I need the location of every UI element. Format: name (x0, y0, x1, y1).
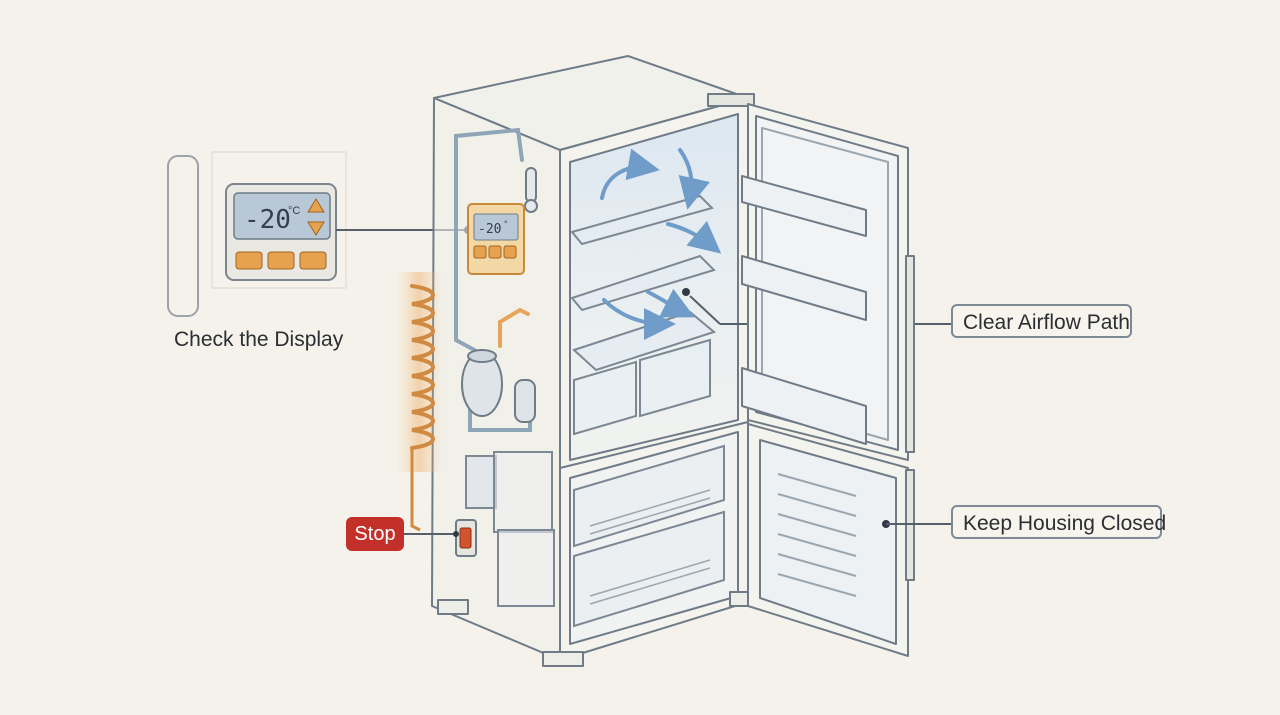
machine-compartment (465, 451, 555, 607)
panel-button-2 (267, 251, 295, 270)
check-display-caption: Check the Display (174, 328, 344, 351)
panel-button-1 (235, 251, 263, 270)
temp-down-arrow-icon (307, 221, 325, 236)
thermostat-probe (524, 167, 538, 213)
airflow-arrow-4 (646, 288, 695, 318)
display-panel-detail: -20 °C (167, 151, 472, 317)
condenser-coil (396, 272, 442, 532)
lcd-unit: °C (288, 205, 300, 217)
lcd-screen (233, 192, 331, 240)
power-switch (455, 519, 477, 557)
freezer-drawers (573, 444, 725, 628)
crisper-drawers (573, 338, 711, 436)
fridge-display-unit: ° (504, 219, 508, 229)
lcd-temperature: -20 (244, 205, 291, 235)
fridge-shelves (570, 194, 717, 372)
airflow-arrow-2 (666, 220, 722, 254)
lower-door (747, 423, 915, 657)
keep-housing-closed-callout: Keep Housing Closed (951, 505, 1166, 539)
airflow-arrow-1 (600, 148, 660, 200)
panel-button-3 (299, 251, 327, 270)
fridge-control-display: -20 ° (467, 203, 525, 275)
upper-door (741, 103, 915, 461)
airflow-arrows (600, 148, 722, 340)
temp-up-arrow-icon (307, 198, 325, 213)
fridge-display-temperature: -20 (478, 222, 501, 237)
airflow-arrow-3 (602, 298, 676, 340)
airflow-path-callout: Clear Airflow Path (951, 304, 1132, 338)
compressor (461, 349, 536, 423)
stop-badge: Stop (346, 517, 404, 551)
airflow-leader-dot (682, 288, 690, 296)
warm-tubing (498, 307, 530, 348)
airflow-arrow-5 (678, 148, 710, 210)
